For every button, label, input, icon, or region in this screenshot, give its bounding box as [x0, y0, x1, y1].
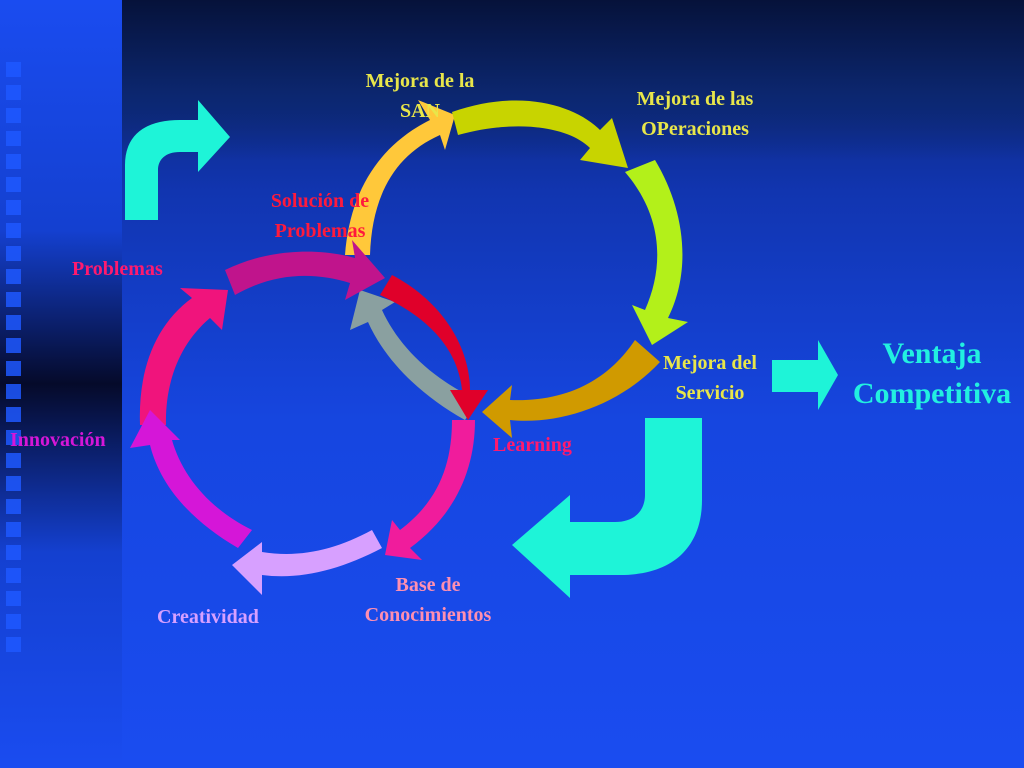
label-creatividad: Creatividad [157, 606, 259, 628]
cyan-arrow-right [772, 340, 838, 410]
arrow-creatividad [130, 410, 252, 548]
arrow-problemas [225, 240, 385, 300]
arrow-grey-return [350, 290, 478, 420]
label-problemas: Problemas [72, 258, 163, 280]
cyan-arrow-down-left [512, 418, 702, 598]
arrow-innovacion [139, 288, 228, 425]
arrow-learning [482, 340, 660, 438]
arrow-mejora-operaciones [452, 100, 628, 168]
cyan-arrow-top-left [125, 100, 230, 220]
label-learning: Learning [493, 434, 572, 456]
arrow-learning-base [385, 420, 475, 560]
arrow-base-conocimientos [232, 530, 382, 595]
arrow-solucion-problemas [380, 275, 488, 420]
left-decorative-band [0, 0, 122, 768]
decorative-squares [6, 62, 28, 660]
arrow-mejora-san [345, 100, 455, 255]
arrow-mejora-servicio [625, 160, 688, 345]
label-innovacion: Innovación [10, 429, 106, 451]
